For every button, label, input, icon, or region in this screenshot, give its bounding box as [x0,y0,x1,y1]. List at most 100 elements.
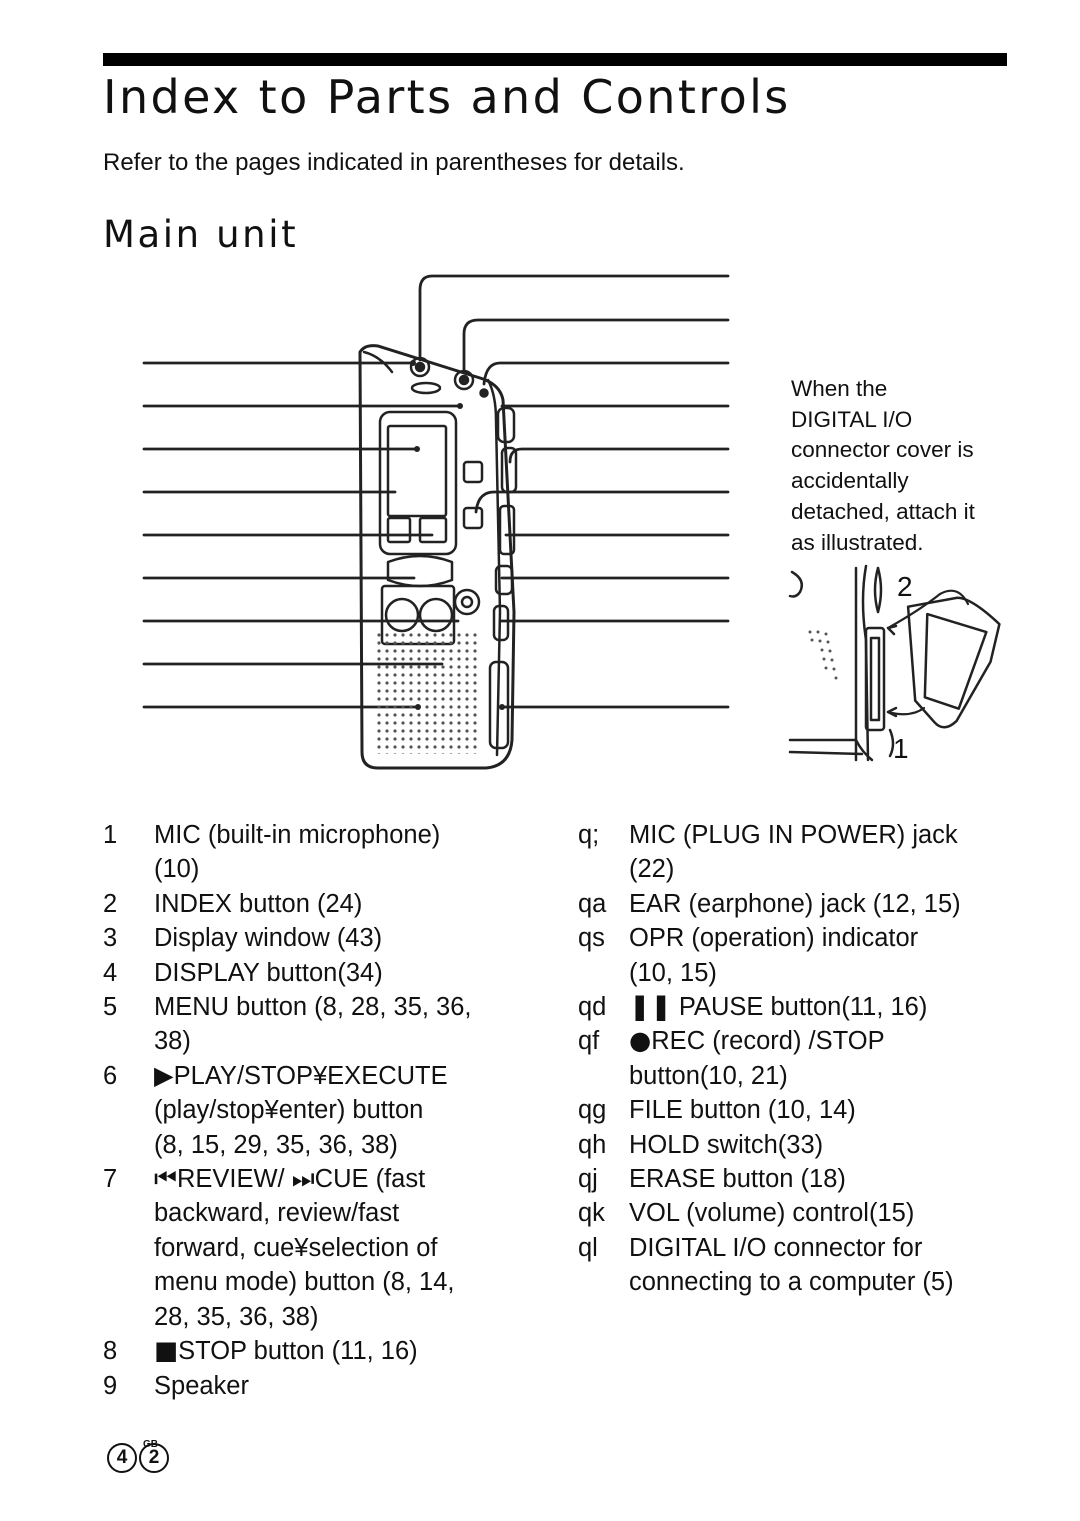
part-key: qd [578,993,607,1022]
page-digit: 4 [107,1443,137,1473]
left-leader-lines [142,361,462,709]
note-line: as illustrated. [791,529,924,555]
part-key: qh [578,1130,607,1159]
part-line: MIC (PLUG IN POWER) jack [629,821,958,849]
part-text: DISPLAY button(34) [154,956,543,990]
part-text: Speaker [154,1369,543,1403]
part-key: qg [578,1096,607,1125]
part-key: 4 [103,958,118,987]
part-line: OPR (operation) indicator [629,924,919,953]
page-digit: 2 [139,1443,169,1473]
part-line: FILE button (10, 14) [629,1096,856,1125]
parts-list-left: 1 MIC (built-in microphone)(10) 2 INDEX but… [103,818,543,1403]
part-text: VOL (volume) control(15) [629,1196,1018,1230]
part-line: button(10, 21) [629,1061,788,1090]
section-heading: Main unit [103,213,299,256]
part-line: connecting to a computer (5) [629,1268,954,1297]
control-symbol-icon: ⏮ [154,1164,177,1195]
part-item: qh HOLD switch(33) [578,1128,1018,1162]
part-line: forward, cue¥selection of [154,1233,438,1262]
part-item: qg FILE button (10, 14) [578,1093,1018,1127]
part-key: 6 [103,1061,118,1090]
part-line: MIC (built-in microphone) [154,821,441,849]
part-text: MENU button (8, 28, 35, 36,38) [154,990,543,1059]
part-text: MIC (built-in microphone)(10) [154,818,543,887]
top-rule [103,53,1007,66]
connector-note: When the DIGITAL I/O connector cover is … [791,374,1016,558]
part-item: qk VOL (volume) control(15) [578,1196,1018,1230]
speaker-grille [375,632,481,754]
part-item: 8 ■STOP button (11, 16) [103,1334,543,1368]
part-key: 7 [103,1165,118,1194]
part-key: qj [578,1165,598,1194]
part-item: qj ERASE button (18) [578,1162,1018,1196]
part-line: (22) [629,855,675,884]
part-line: ⏮REVIEW/ ⏭CUE (fast [154,1164,426,1195]
part-item: 6 ▶PLAY/STOP¥EXECUTE (play/stop¥enter) but… [103,1059,543,1162]
part-key: qs [578,924,605,953]
part-line: ■STOP button (11, 16) [154,1336,418,1367]
part-item: q;MIC (PLUG IN POWER) jack(22) [578,818,1018,887]
part-key: ql [578,1233,598,1262]
part-key: 8 [103,1337,118,1366]
part-key: qf [578,1027,600,1056]
part-item: ql DIGITAL I/O connector for connecting to… [578,1231,1018,1300]
part-text: FILE button (10, 14) [629,1093,1018,1127]
part-line: MENU button (8, 28, 35, 36, [154,993,472,1022]
part-key: qa [578,889,607,918]
part-key: 5 [103,993,118,1022]
part-line: backward, review/fast [154,1199,400,1228]
step-label-1: 1 [893,733,909,764]
intro-text: Refer to the pages indicated in parenthe… [103,149,685,176]
inset-grille [808,630,838,680]
part-text: ▶PLAY/STOP¥EXECUTE (play/stop¥enter) butt… [154,1059,543,1162]
part-text: INDEX button (24) [154,887,543,921]
right-leader-lines [418,274,730,709]
part-text: HOLD switch(33) [629,1128,1018,1162]
control-symbol-icon: ▶ [154,1060,174,1091]
part-line: ERASE button (18) [629,1165,846,1194]
part-item: 1 MIC (built-in microphone)(10) [103,818,543,887]
part-line: menu mode) button (8, 14, [154,1268,455,1297]
part-line: (10, 15) [629,958,717,987]
part-line: ▶PLAY/STOP¥EXECUTE [154,1060,448,1091]
control-symbol-icon: ❚❚ [629,992,672,1023]
part-line: EAR (earphone) jack (12, 15) [629,889,961,918]
part-item: qd ❚❚ PAUSE button(11, 16) [578,990,1018,1024]
part-text: OPR (operation) indicator (10, 15) [629,921,1018,990]
part-item: 7 ⏮REVIEW/ ⏭CUE (fast backward, review/fas… [103,1162,543,1334]
part-item: 2 INDEX button (24) [103,887,543,921]
note-line: connector cover is [791,437,974,463]
part-line: ❚❚ PAUSE button(11, 16) [629,992,928,1023]
part-text: ■STOP button (11, 16) [154,1334,543,1368]
part-line: INDEX button (24) [154,889,363,918]
part-line: 28, 35, 36, 38) [154,1302,319,1331]
part-text: MIC (PLUG IN POWER) jack (22) [629,818,1018,887]
part-key: 9 [103,1371,118,1400]
part-line: DIGITAL I/O connector for [629,1233,923,1262]
step-label-2: 2 [897,571,913,602]
page-title: Index to Parts and Controls [103,70,791,124]
part-key: 1 [103,821,118,849]
part-item: 5 MENU button (8, 28, 35, 36,38) [103,990,543,1059]
part-text: EAR (earphone) jack (12, 15) [629,887,1018,921]
part-text: ⏮REVIEW/ ⏭CUE (fast backward, review/fast… [154,1162,543,1334]
region-mark: GB [143,1439,158,1450]
note-line: detached, attach it [791,498,975,524]
part-line: Speaker [154,1371,249,1400]
control-symbol-icon: ■ [154,1336,179,1367]
control-symbol-icon: ● [629,1026,652,1057]
part-text: ERASE button (18) [629,1162,1018,1196]
part-key: 3 [103,924,118,953]
page-number: 4 2 GB [107,1439,169,1473]
part-line: VOL (volume) control(15) [629,1199,915,1228]
part-item: qs OPR (operation) indicator (10, 15) [578,921,1018,990]
part-key: qk [578,1199,605,1228]
part-key: 2 [103,889,118,918]
part-line: (play/stop¥enter) button [154,1096,424,1125]
part-item: 4 DISPLAY button(34) [103,956,543,990]
